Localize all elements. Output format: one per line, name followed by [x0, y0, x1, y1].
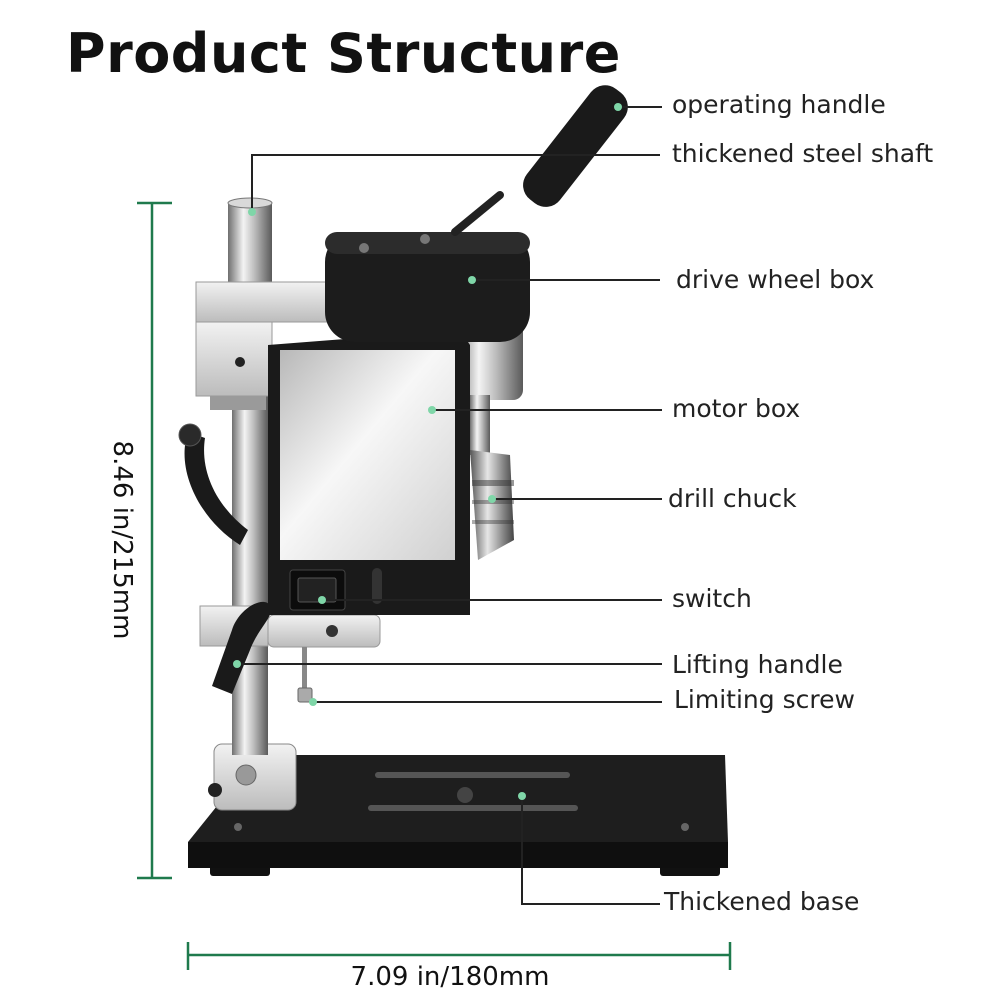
page-title: Product Structure [66, 22, 621, 85]
callout-drill-chuck: drill chuck [668, 484, 797, 513]
callout-limiting-screw: Limiting screw [674, 685, 855, 714]
head-bracket [195, 281, 337, 410]
side-arm [184, 432, 248, 545]
callout-lifting-handle: Lifting handle [672, 650, 843, 679]
height-dimension-line [137, 201, 172, 880]
height-dimension-text: 8.46 in/215mm [107, 440, 137, 640]
width-dimension-label: 7.09 in/180mm [350, 962, 550, 992]
lifting-handle-knob [212, 601, 272, 694]
base-plate [188, 755, 728, 876]
width-dimension-line [186, 942, 732, 970]
callout-thickened-steel-shaft: thickened steel shaft [672, 139, 934, 168]
callout-thickened-base: Thickened base [664, 887, 860, 916]
callout-dots [233, 103, 622, 800]
callout-lines [237, 106, 662, 905]
drive-wheel-box-body [325, 232, 530, 342]
drill-chuck-body [470, 450, 514, 560]
motor-box-body [268, 330, 470, 615]
callout-motor-box: motor box [672, 394, 801, 423]
callout-switch: switch [672, 584, 752, 613]
column-shaft [232, 395, 268, 755]
column-clamp [208, 743, 297, 811]
callout-operating-handle: operating handle [672, 90, 886, 119]
callout-drive-wheel-box: drive wheel box [676, 265, 875, 294]
operating-handle-lever [451, 85, 628, 236]
